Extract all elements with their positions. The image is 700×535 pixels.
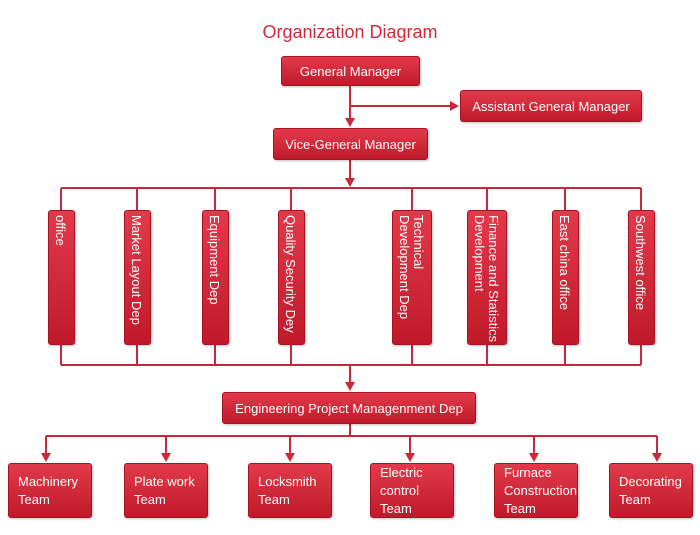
arrowhead — [41, 453, 51, 462]
department-label: Quality Security Dey — [283, 215, 298, 333]
department-technical-development: Technical Development Dep — [392, 210, 432, 345]
arrowhead — [285, 453, 295, 462]
vice-general-manager-box: Vice-General Manager — [273, 128, 428, 160]
team-label: Decorating Team — [619, 473, 682, 507]
department-label: office — [53, 215, 68, 246]
department-label: Equipment Dep — [207, 215, 222, 305]
department-label: Technical Development Dep — [397, 215, 426, 320]
team-furnace-construction: Furnace Construction Team — [494, 463, 578, 518]
department-quality-security: Quality Security Dey — [278, 210, 305, 345]
department-label: Market Layout Dep — [129, 215, 144, 325]
team-label: Electric control Team — [380, 464, 423, 516]
department-southwest-office: Southwest office — [628, 210, 655, 345]
department-market-layout: Market Layout Dep — [124, 210, 151, 345]
arrowhead — [652, 453, 662, 462]
department-finance-statistics: Finance and Statistics Development — [467, 210, 507, 345]
arrowhead — [529, 453, 539, 462]
team-electric-control: Electric control Team — [370, 463, 454, 518]
department-east-china-office: East china office — [552, 210, 579, 345]
arrowhead — [345, 382, 355, 391]
assistant-general-manager-box: Assistant General Manager — [460, 90, 642, 122]
department-office: office — [48, 210, 75, 345]
general-manager-box: General Manager — [281, 56, 420, 86]
team-locksmith: Locksmith Team — [248, 463, 332, 518]
arrowhead — [345, 118, 355, 127]
team-machinery: Machinery Team — [8, 463, 92, 518]
team-label: Furnace Construction Team — [504, 464, 577, 516]
team-label: Plate work Team — [134, 473, 195, 507]
department-label: Southwest office — [633, 215, 648, 311]
team-label: Machinery Team — [18, 473, 78, 507]
arrowhead — [405, 453, 415, 462]
team-plate-work: Plate work Team — [124, 463, 208, 518]
arrowhead — [345, 178, 355, 187]
department-label: Finance and Statistics Development — [472, 215, 501, 343]
department-label: East china office — [557, 215, 572, 311]
arrowhead — [161, 453, 171, 462]
arrowhead — [450, 101, 459, 111]
team-decorating: Decorating Team — [609, 463, 693, 518]
diagram-title: Organization Diagram — [262, 22, 438, 42]
department-equipment: Equipment Dep — [202, 210, 229, 345]
engineering-project-dep-box: Engineering Project Managenment Dep — [222, 392, 476, 424]
team-label: Locksmith Team — [258, 473, 317, 507]
